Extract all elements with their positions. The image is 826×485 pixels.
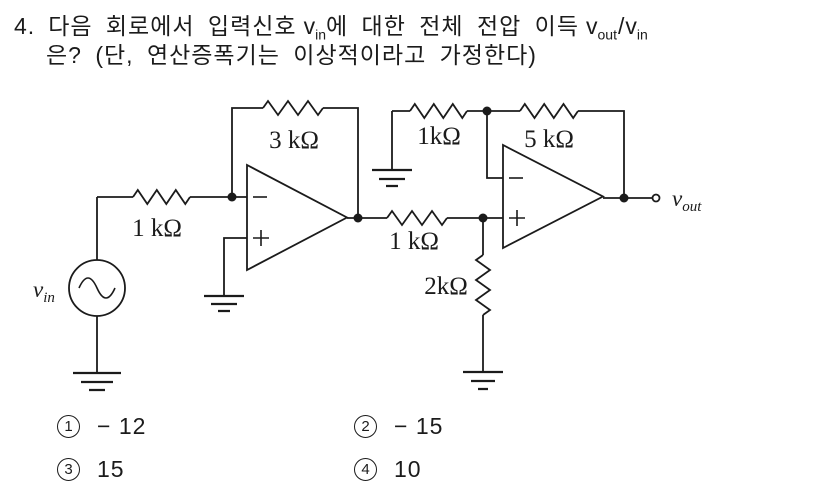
opamp-1-triangle [246, 163, 349, 272]
resistor-r2-feedback [262, 99, 324, 117]
slash: / [617, 13, 625, 39]
resistor-label-r6: 5 kΩ [524, 126, 574, 153]
choice-2-marker: 2 [354, 415, 377, 438]
vin-label: vin [33, 277, 55, 306]
vin-symbol-2: vin [625, 13, 648, 43]
junction-dots [227, 106, 629, 223]
ac-source-circle [68, 259, 126, 317]
wire [578, 110, 625, 198]
choice-1: 1 − 12 [57, 413, 146, 440]
vin-source [68, 197, 126, 373]
question-text-segment-2: 에 대한 전체 전압 이득 [325, 13, 579, 39]
opamp-1 [246, 163, 349, 272]
choice-2-text: − 15 [394, 413, 444, 439]
resistor-r4-shunt [474, 254, 492, 316]
node-dot [482, 106, 492, 116]
ground-vin [73, 371, 121, 392]
ground-r5 [372, 168, 412, 188]
question-number: 4. [14, 13, 36, 39]
resistor-label-r5: 1kΩ [417, 123, 461, 150]
question-line-2: 은? (단, 연산증폭기는 이상적이라고 가정한다) [46, 36, 537, 70]
choice-4-text: 10 [394, 456, 422, 482]
question-line-1: 4. 다음 회로에서 입력신호 vin 에 대한 전체 전압 이득 vout /… [14, 7, 648, 43]
wire [231, 107, 263, 197]
wire [391, 110, 410, 170]
resistor-label-r4: 2kΩ [424, 273, 468, 300]
stage1-wires [97, 99, 387, 296]
wire [323, 107, 359, 218]
resistor-r5-ground [409, 102, 468, 120]
resistor-r1-input [132, 188, 191, 206]
opamp-1-plus-symbol [253, 230, 269, 246]
resistor-label-r2: 3 kΩ [269, 127, 319, 154]
stage2-wires [386, 102, 652, 372]
choice-4-marker: 4 [354, 458, 377, 481]
resistor-r3-series [386, 209, 448, 227]
node-dot [353, 213, 363, 223]
choice-1-text: − 12 [97, 413, 147, 439]
opamp-2-plus-symbol [509, 210, 525, 226]
choice-1-marker: 1 [57, 415, 80, 438]
vin-symbol: vin [303, 13, 326, 43]
resistor-label-r3: 1 kΩ [389, 228, 439, 255]
circuit-labels: 1 kΩ 3 kΩ 1 kΩ 2kΩ 1kΩ 5 kΩ vin vout [33, 123, 702, 306]
choice-3-marker: 3 [57, 458, 80, 481]
wire [486, 111, 503, 179]
wire [223, 237, 247, 296]
output-terminal-circle [651, 193, 661, 203]
vout-label: vout [672, 186, 702, 215]
choice-3-text: 15 [97, 456, 125, 482]
ground-opamp1-plus [204, 294, 244, 313]
choice-2: 2 − 15 [354, 413, 443, 440]
choice-3: 3 15 [57, 456, 125, 483]
node-dot [478, 213, 488, 223]
opamp-2 [502, 143, 605, 250]
opamp-2-triangle [502, 143, 605, 250]
vout-symbol: vout [586, 13, 617, 43]
node-dot [227, 192, 237, 202]
question-text-segment-1: 다음 회로에서 입력신호 [48, 13, 297, 39]
node-dot [619, 193, 629, 203]
sine-wave-icon [78, 277, 116, 299]
ground-r4 [463, 370, 503, 391]
resistor-label-r1: 1 kΩ [132, 215, 182, 242]
question-text-line-2: 은? (단, 연산증폭기는 이상적이라고 가정한다) [46, 42, 537, 68]
choice-4: 4 10 [354, 456, 422, 483]
resistor-r6-feedback [519, 102, 579, 120]
